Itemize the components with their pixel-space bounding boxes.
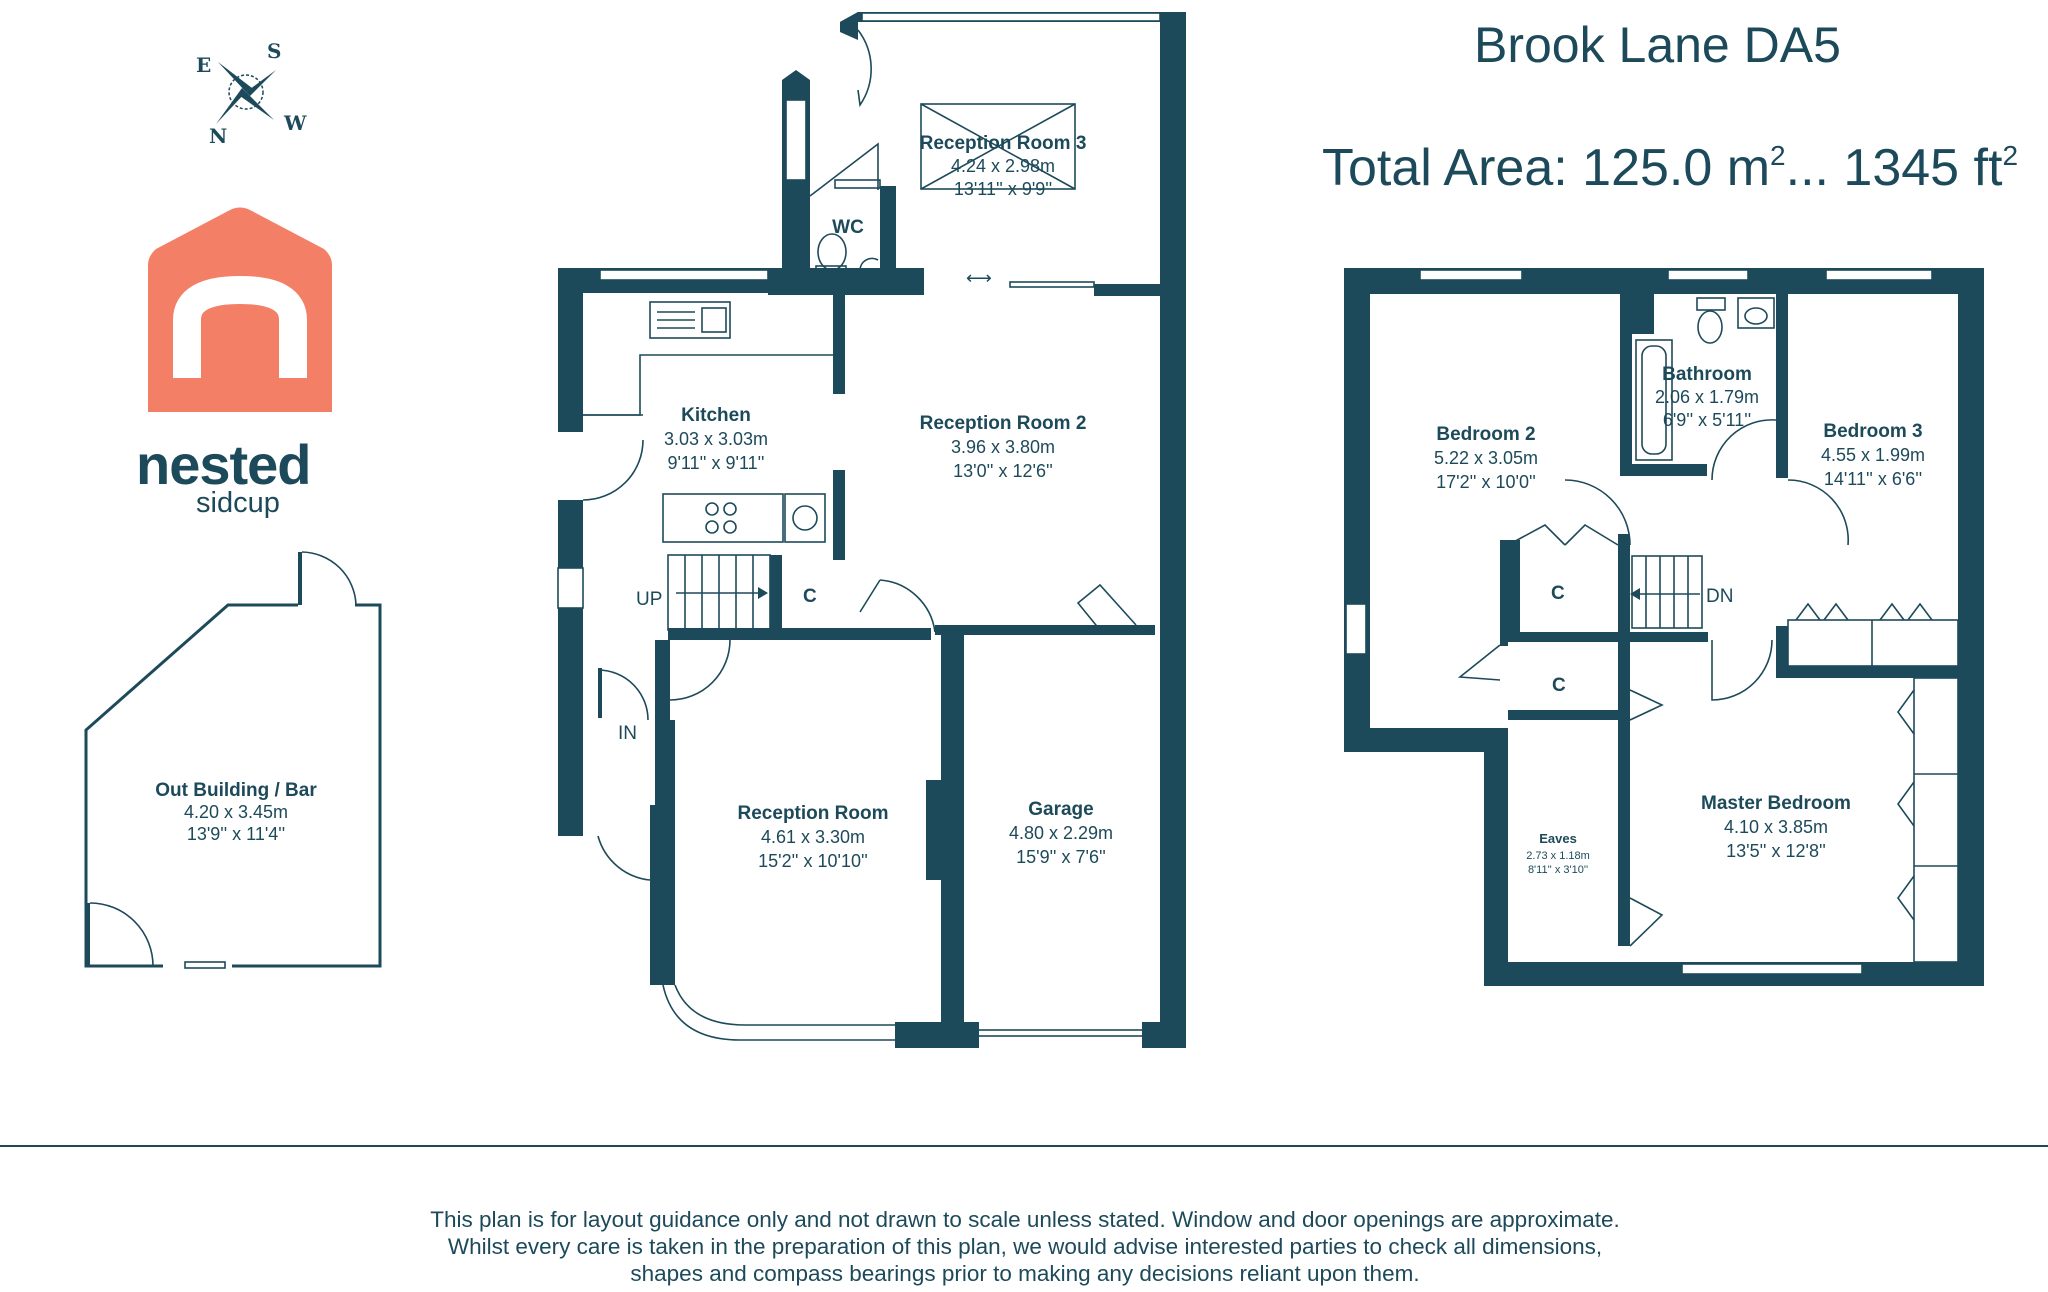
area-imperial-sup: 2 [2002, 140, 2019, 171]
kitchen-name: Kitchen [681, 405, 751, 426]
compass-north-label: N [209, 124, 227, 148]
garage-name: Garage [1028, 799, 1093, 820]
reception-dim-ft: 15'2'' x 10'10'' [758, 851, 868, 871]
bedroom3-dim-ft: 14'11'' x 6'6'' [1824, 469, 1922, 489]
reception3-dim-ft: 13'11'' x 9'9'' [954, 179, 1052, 199]
nested-logo-icon [148, 207, 332, 412]
area-metric-text: Total Area: 125.0 m [1322, 139, 1771, 197]
brand-location: sidcup [196, 487, 280, 519]
area-imperial-text: ... 1345 ft [1785, 139, 2003, 197]
first-floor-plan: Bedroom 2 5.22 x 3.05m 17'2'' x 10'0'' B… [1344, 268, 1984, 986]
brand-name: nested [136, 433, 311, 496]
reception3-name: Reception Room 3 [920, 133, 1087, 154]
kitchen-dim-m: 3.03 x 3.03m [664, 429, 768, 449]
outbuilding-dim-m: 4.20 x 3.45m [184, 802, 288, 822]
eaves-dim-ft: 8'11'' x 3'10'' [1528, 864, 1588, 876]
bedroom2-dim-m: 5.22 x 3.05m [1434, 448, 1538, 468]
compass-west-label: W [283, 111, 307, 135]
reception-name: Reception Room [738, 803, 889, 824]
disclaimer-line-2: Whilst every care is taken in the prepar… [447, 1234, 1603, 1259]
stairs-up-label: UP [636, 589, 662, 610]
bedroom3-dim-m: 4.55 x 1.99m [1821, 445, 1925, 465]
outbuilding-name: Out Building / Bar [155, 780, 317, 801]
garage-dim-m: 4.80 x 2.29m [1009, 823, 1113, 843]
ground-cupboard-label: C [803, 586, 817, 607]
bedroom3-name: Bedroom 3 [1823, 421, 1922, 442]
total-area: Total Area: 125.0 m2... 1345 ft2 [1322, 138, 2018, 198]
entrance-label: IN [618, 723, 637, 744]
reception2-dim-m: 3.96 x 3.80m [951, 437, 1055, 457]
wc-name: WC [832, 217, 864, 238]
reception2-dim-ft: 13'0'' x 12'6'' [953, 461, 1053, 481]
compass-rose-icon: E S N W [196, 39, 307, 148]
area-metric-sup: 2 [1770, 140, 1786, 171]
eaves-dim-m: 2.73 x 1.18m [1526, 850, 1590, 862]
eaves-name: Eaves [1539, 831, 1577, 846]
reception3-dim-m: 4.24 x 2.98m [951, 156, 1055, 176]
bathroom-dim-ft: 6'9'' x 5'11'' [1663, 410, 1751, 430]
reception-dim-m: 4.61 x 3.30m [761, 827, 865, 847]
disclaimer-line-3: shapes and compass bearings prior to mak… [630, 1261, 1420, 1286]
kitchen-dim-ft: 9'11'' x 9'11'' [667, 453, 764, 473]
master-dim-ft: 13'5'' x 12'8'' [1726, 841, 1826, 861]
bedroom2-name: Bedroom 2 [1436, 424, 1535, 445]
bathroom-dim-m: 2.06 x 1.79m [1655, 387, 1759, 407]
compass-east-label: E [196, 53, 211, 77]
compass-south-label: S [267, 39, 281, 63]
garage-dim-ft: 15'9'' x 7'6'' [1016, 847, 1106, 867]
svg-text:⟷: ⟷ [966, 268, 992, 288]
master-name: Master Bedroom [1701, 793, 1851, 814]
disclaimer-line-1: This plan is for layout guidance only an… [430, 1207, 1620, 1232]
outbuilding-dim-ft: 13'9'' x 11'4'' [187, 824, 285, 844]
property-title: Brook Lane DA5 [1474, 17, 1841, 73]
disclaimer: This plan is for layout guidance only an… [340, 1206, 1710, 1287]
ground-floor-plan: ⟷ Reception Room 3 4.24 x 2.98m 13'11'' … [557, 12, 1186, 1048]
first-cupboard-1-label: C [1551, 583, 1565, 604]
footer-divider [0, 1145, 2048, 1147]
reception2-name: Reception Room 2 [920, 413, 1087, 434]
bedroom2-dim-ft: 17'2'' x 10'0'' [1436, 472, 1536, 492]
master-dim-m: 4.10 x 3.85m [1724, 817, 1828, 837]
first-cupboard-2-label: C [1552, 675, 1566, 696]
outbuilding-door [298, 552, 302, 605]
outbuilding-plan: Out Building / Bar 4.20 x 3.45m 13'9'' x… [84, 551, 382, 969]
stairs-down-label: DN [1706, 586, 1733, 607]
bathroom-name: Bathroom [1662, 364, 1752, 385]
